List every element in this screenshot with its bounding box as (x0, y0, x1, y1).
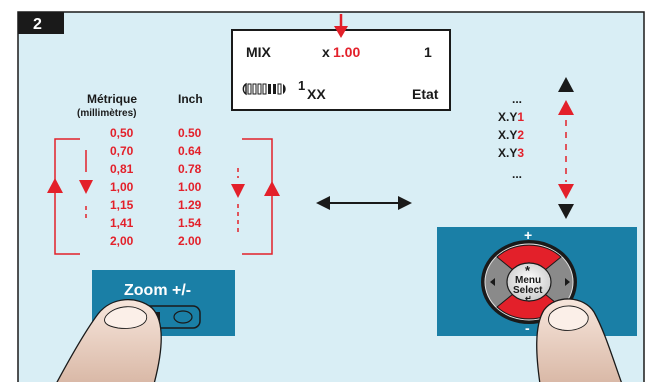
step-badge (18, 12, 64, 34)
menu-select-button[interactable] (506, 262, 552, 302)
metric-column: 0,50 0,70 0,81 1,00 1,15 1,41 2,00 (110, 126, 134, 248)
metric-cycle-bracket (47, 138, 93, 255)
metric-value: 1,41 (110, 216, 134, 230)
list-item: X.Y3 (498, 146, 524, 160)
step-badge-number: 2 (33, 16, 42, 33)
metric-value: 1,00 (110, 180, 134, 194)
inch-cycle-bracket (231, 138, 280, 255)
navigation-panel: + - * Menu Select ↵ (437, 227, 637, 336)
inch-value: 1.29 (178, 198, 202, 212)
inch-header: Inch (178, 92, 203, 106)
metric-value: 0,70 (110, 144, 134, 158)
metric-value: 2,00 (110, 234, 134, 248)
black-arrow-down-icon (558, 204, 574, 219)
plus-label: + (524, 227, 532, 243)
inch-value: 2.00 (178, 234, 202, 248)
lcd-signal-text: XX (307, 86, 326, 102)
dpad-right-arrow-icon (565, 278, 570, 286)
metric-subheader: (millimètres) (77, 108, 136, 119)
arrow-up-icon (264, 181, 280, 196)
metric-value: 1,15 (110, 198, 134, 212)
arrow-down-icon (231, 184, 245, 198)
inch-value: 1.00 (178, 180, 202, 194)
lcd-zoom-prefix: x (322, 44, 330, 60)
inch-value: 0.64 (178, 144, 202, 158)
inch-value: 0.78 (178, 162, 202, 176)
asterisk-label: * (525, 263, 531, 278)
list-item: X.Y1 (498, 110, 524, 124)
metric-header: Métrique (87, 92, 137, 106)
down-arrow-indicator-icon (334, 14, 348, 38)
list-top-ellipsis: ... (512, 92, 522, 106)
menu-label: Menu (515, 275, 541, 286)
enter-icon: ↵ (525, 294, 532, 303)
inch-value: 0.50 (178, 126, 202, 140)
red-arrow-up-icon (558, 100, 574, 115)
arrow-down-icon (79, 180, 93, 194)
fingernail-right (548, 305, 589, 331)
conversion-table: Métrique (millimètres) Inch 0,50 0,70 0,81… (77, 92, 203, 248)
zoom-label: Zoom +/- (124, 282, 191, 299)
lcd-mode: MIX (246, 44, 272, 60)
black-arrow-up-icon (558, 77, 574, 92)
dpad-left-arrow-icon (490, 278, 495, 286)
lcd-status: Etat (412, 86, 439, 102)
inch-column: 0.50 0.64 0.78 1.00 1.29 1.54 2.00 (178, 126, 202, 248)
metric-value: 0,50 (110, 126, 134, 140)
lcd-zoom-value: 1.00 (333, 44, 360, 60)
minus-label: - (525, 320, 530, 336)
arrow-up-icon (47, 178, 63, 193)
list-bottom-ellipsis: ... (512, 167, 522, 181)
signal-strength-icon (242, 82, 286, 96)
select-label: Select (513, 285, 543, 296)
inch-value: 1.54 (178, 216, 202, 230)
red-arrow-down-icon (558, 184, 574, 199)
scroll-arrows (558, 77, 574, 219)
lcd-display: MIX x 1.00 1 1 XX Etat (231, 29, 451, 111)
lcd-counter: 1 (424, 44, 432, 60)
double-arrow-icon (316, 196, 412, 210)
lcd-signal-superscript: 1 (298, 78, 305, 93)
metric-value: 0,81 (110, 162, 134, 176)
list-item: X.Y2 (498, 128, 524, 142)
menu-list: ... X.Y1 X.Y2 X.Y3 ... (498, 92, 524, 181)
zoom-switch-slot (173, 310, 193, 324)
fingernail-left (104, 306, 148, 329)
